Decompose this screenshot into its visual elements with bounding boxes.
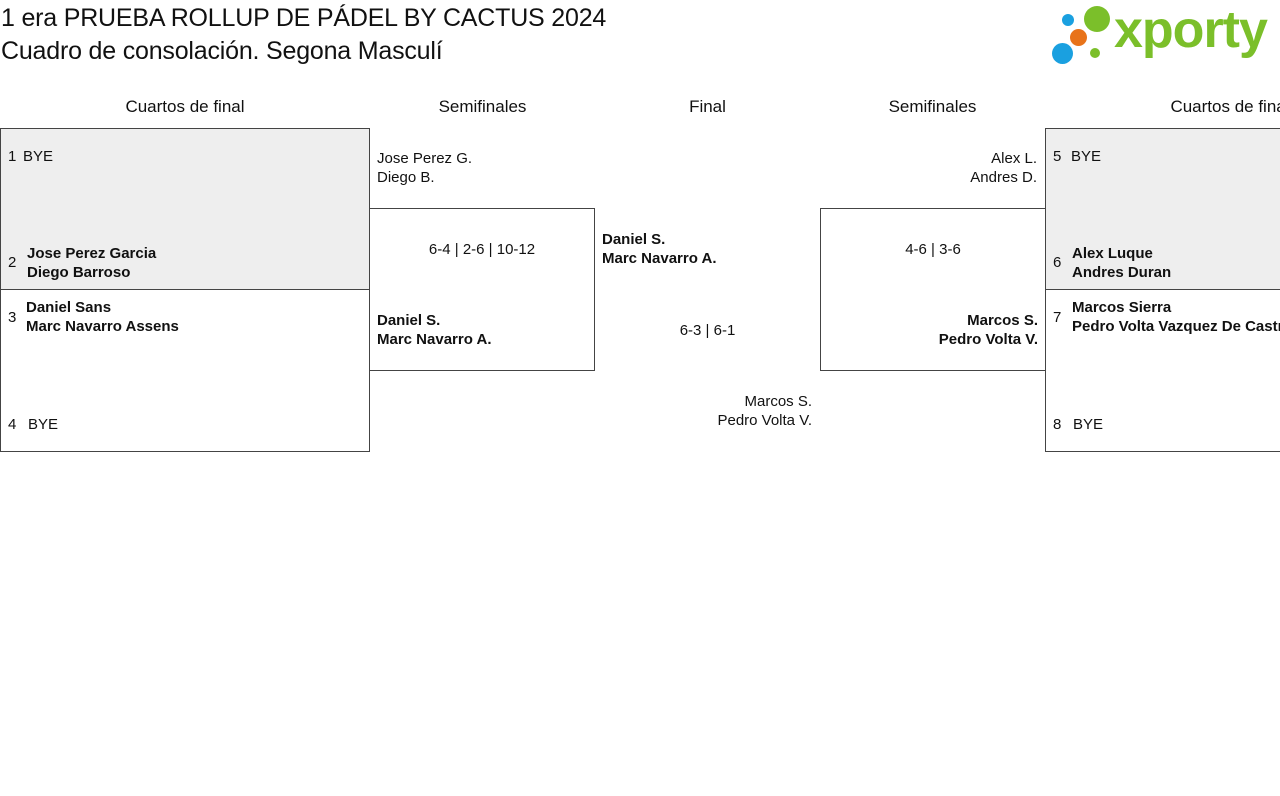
- final-top-player: Daniel S.: [602, 231, 666, 248]
- final-top-player: Marc Navarro A.: [602, 250, 717, 267]
- logo-wordmark: xporty: [1114, 1, 1268, 59]
- player-name: Pedro Volta Vazquez De Castro: [1072, 318, 1280, 335]
- draw-subtitle: Cuadro de consolación. Segona Masculí: [1, 37, 443, 65]
- seed-number: 5: [1053, 148, 1062, 165]
- team-name: BYE: [1071, 148, 1102, 165]
- col-left-semis: Semifinales: [438, 97, 527, 116]
- match-score: 4-6 | 3-6: [905, 241, 961, 258]
- team-name: BYE: [23, 148, 54, 165]
- logo-dot-green-small: [1090, 48, 1100, 58]
- semi-left-top-player: Jose Perez G.: [377, 150, 473, 167]
- page-title: 1 era PRUEBA ROLLUP DE PÁDEL BY CACTUS 2…: [1, 2, 606, 68]
- seed-number: 3: [8, 309, 17, 326]
- seed-number: 4: [8, 416, 17, 433]
- col-final: Final: [689, 97, 726, 116]
- right-semi-match: 4-6 | 3-6 Marcos S. Pedro Volta V.: [820, 208, 1046, 371]
- final-score: 6-3 | 6-1: [679, 322, 736, 339]
- player-name: Andres Duran: [1072, 264, 1172, 281]
- player-name: Marc Navarro A.: [377, 331, 492, 348]
- seed-number: 7: [1053, 309, 1062, 326]
- player-name: Alex Luque: [1072, 245, 1153, 262]
- seed-number: 6: [1053, 254, 1062, 271]
- semi-left-top-player: Diego B.: [377, 169, 435, 186]
- col-right-semis: Semifinales: [888, 97, 977, 116]
- left-quarter-match-1: 1 BYE 2 Jose Perez Garcia Diego Barroso: [0, 128, 370, 290]
- right-quarter-match-2: 7 Marcos Sierra Pedro Volta Vazquez De C…: [1045, 289, 1280, 452]
- logo-dot-green: [1084, 6, 1110, 32]
- semi-right-top-player: Andres D.: [970, 169, 1037, 186]
- player-name: Jose Perez Garcia: [27, 245, 157, 262]
- seed-number: 8: [1053, 416, 1062, 433]
- player-name: Marcos Sierra: [1072, 299, 1172, 316]
- player-name: Daniel S.: [377, 312, 441, 329]
- player-name: Daniel Sans: [26, 299, 112, 316]
- col-left-quarters: Cuartos de final: [125, 97, 245, 116]
- final-bottom-player: Marcos S.: [744, 393, 812, 410]
- team-name: BYE: [28, 416, 59, 433]
- semi-right-top-player: Alex L.: [991, 150, 1037, 167]
- player-name: Marcos S.: [967, 312, 1038, 329]
- player-name: Marc Navarro Assens: [26, 318, 179, 335]
- logo-dot-blue-top: [1062, 14, 1074, 26]
- left-semi-match: 6-4 | 2-6 | 10-12 Daniel S. Marc Navarro…: [369, 208, 595, 371]
- left-quarter-match-2: 3 Daniel Sans Marc Navarro Assens 4 BYE: [0, 289, 370, 452]
- seed-number: 1: [8, 148, 17, 165]
- tournament-title: 1 era PRUEBA ROLLUP DE PÁDEL BY CACTUS 2…: [1, 4, 607, 32]
- player-name: Pedro Volta V.: [938, 331, 1038, 348]
- team-name: BYE: [1073, 416, 1104, 433]
- player-name: Diego Barroso: [27, 264, 131, 281]
- seed-number: 2: [8, 254, 17, 271]
- match-score: 6-4 | 2-6 | 10-12: [428, 241, 536, 258]
- right-quarter-match-1: 5 BYE 6 Alex Luque Andres Duran: [1045, 128, 1280, 290]
- logo-dot-orange: [1070, 29, 1087, 46]
- xporty-logo: xporty: [1052, 1, 1280, 67]
- final-bottom-player: Pedro Volta V.: [717, 412, 812, 429]
- logo-dot-blue-bottom: [1052, 43, 1073, 64]
- col-right-quarters: Cuartos de final: [1170, 97, 1280, 116]
